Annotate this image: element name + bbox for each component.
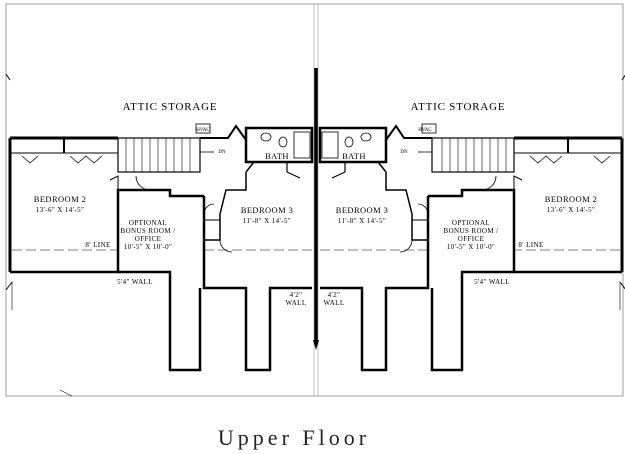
bedroom3-dims-left: 11'-8" X 14'-5" bbox=[243, 217, 291, 225]
floor-caption: Upper Floor bbox=[218, 425, 370, 450]
unit-left bbox=[5, 73, 314, 397]
bonus-dims-left: 10'-5" X 10'-0" bbox=[124, 243, 172, 251]
bedroom2-label-left: BEDROOM 2 bbox=[34, 194, 86, 204]
wall42-a-right: 4'2" bbox=[328, 291, 341, 299]
bedroom3-dims-right: 11'-8" X 14'-5" bbox=[338, 217, 386, 225]
bedroom2-dims-right: 13'-6" X 14'-5" bbox=[547, 206, 595, 214]
hvac-label-right: HVAC bbox=[418, 128, 432, 133]
dn-label-right: DN bbox=[400, 150, 408, 155]
bonus-line2-left: BONUS ROOM / bbox=[121, 227, 176, 235]
attic-storage-label-right: ATTIC STORAGE bbox=[411, 101, 506, 113]
bedroom3-label-left: BEDROOM 3 bbox=[241, 205, 293, 215]
bedroom2-label-right: BEDROOM 2 bbox=[545, 194, 597, 204]
bonus-line3-right: OFFICE bbox=[458, 235, 485, 243]
hvac-label-left: HVAC bbox=[196, 128, 210, 133]
wall42-b-right: WALL bbox=[323, 299, 344, 307]
bonus-line1-left: OPTIONAL bbox=[129, 219, 167, 227]
unit-right bbox=[318, 74, 625, 372]
wall54-label-right: 5'4" WALL bbox=[474, 278, 510, 286]
bedroom2-dims-left: 13'-6" X 14'-5" bbox=[36, 206, 84, 214]
bonus-line3-left: OFFICE bbox=[135, 235, 162, 243]
attic-storage-label-left: ATTIC STORAGE bbox=[123, 101, 218, 113]
bonus-line1-right: OPTIONAL bbox=[452, 219, 490, 227]
bath-label-right: BATH bbox=[342, 151, 366, 161]
wall42-a-left: 4'2" bbox=[290, 291, 303, 299]
wall54-label-left: 5'4" WALL bbox=[117, 278, 153, 286]
line-label-right: 8' LINE bbox=[518, 241, 543, 249]
bath-label-left: BATH bbox=[265, 151, 289, 161]
wall42-b-left: WALL bbox=[285, 299, 306, 307]
bedroom3-label-right: BEDROOM 3 bbox=[336, 205, 388, 215]
line-label-left: 8' LINE bbox=[85, 241, 110, 249]
bonus-dims-right: 10'-5" X 10'-0" bbox=[447, 243, 495, 251]
dn-label-left: DN bbox=[218, 150, 226, 155]
bonus-line2-right: BONUS ROOM / bbox=[444, 227, 499, 235]
